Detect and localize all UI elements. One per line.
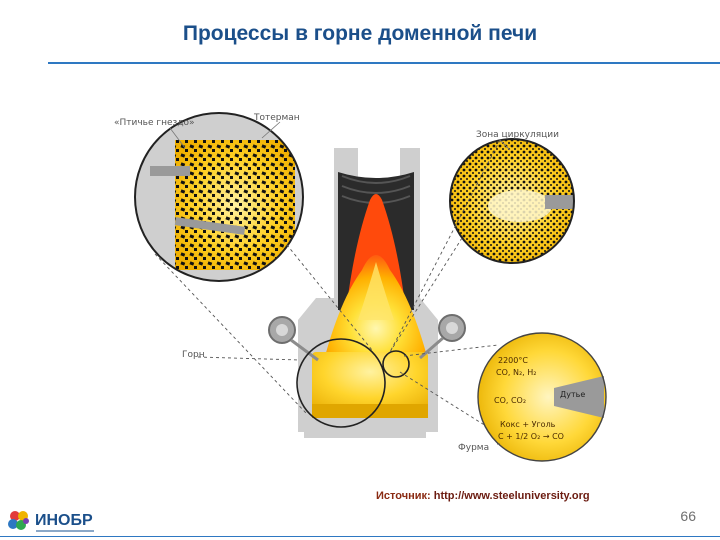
fuels-label: Кокс + Уголь bbox=[500, 420, 556, 429]
page-title: Процессы в горне доменной печи bbox=[182, 22, 538, 45]
tuyere-left bbox=[268, 316, 319, 362]
circulation-zone-detail bbox=[449, 138, 575, 264]
circulation-zone-label: Зона циркуляции bbox=[476, 130, 559, 140]
source-link[interactable]: http://www.steeluniversity.org bbox=[433, 490, 590, 502]
birds-nest-detail bbox=[134, 112, 304, 282]
tuyere-label: Фурма bbox=[458, 443, 490, 453]
gases-top-label: CO, N₂, H₂ bbox=[496, 368, 537, 377]
logo-text: ИНОБР bbox=[35, 512, 93, 529]
source-citation: Источник: http://www.steeluniversity.org bbox=[376, 490, 590, 502]
hearth-pool bbox=[312, 352, 428, 418]
gases-mid-label: CO, CO₂ bbox=[494, 396, 527, 405]
deadman-label: Тотерман bbox=[254, 113, 300, 123]
hearth-label: Горн bbox=[182, 350, 205, 360]
reaction-label: C + 1/2 O₂ → CO bbox=[498, 432, 564, 441]
logo-mark-icon bbox=[8, 511, 29, 530]
page-number: 66 bbox=[680, 508, 696, 524]
blast-label: Дутье bbox=[560, 390, 586, 399]
reaction-zone-detail bbox=[477, 332, 607, 462]
logo-underline bbox=[36, 530, 94, 532]
connector-lines bbox=[154, 139, 501, 445]
bottom-divider bbox=[0, 536, 720, 537]
hearth-highlight bbox=[296, 338, 386, 428]
temperature-label: 2200°C bbox=[498, 356, 528, 365]
title-divider bbox=[48, 62, 720, 64]
inobr-logo: ИНОБР bbox=[6, 508, 93, 534]
raceway-highlight bbox=[382, 350, 410, 378]
source-lead: Источник: bbox=[376, 490, 431, 502]
birds-nest-label: «Птичье гнездо» bbox=[114, 118, 195, 128]
tuyere-right bbox=[419, 314, 466, 360]
